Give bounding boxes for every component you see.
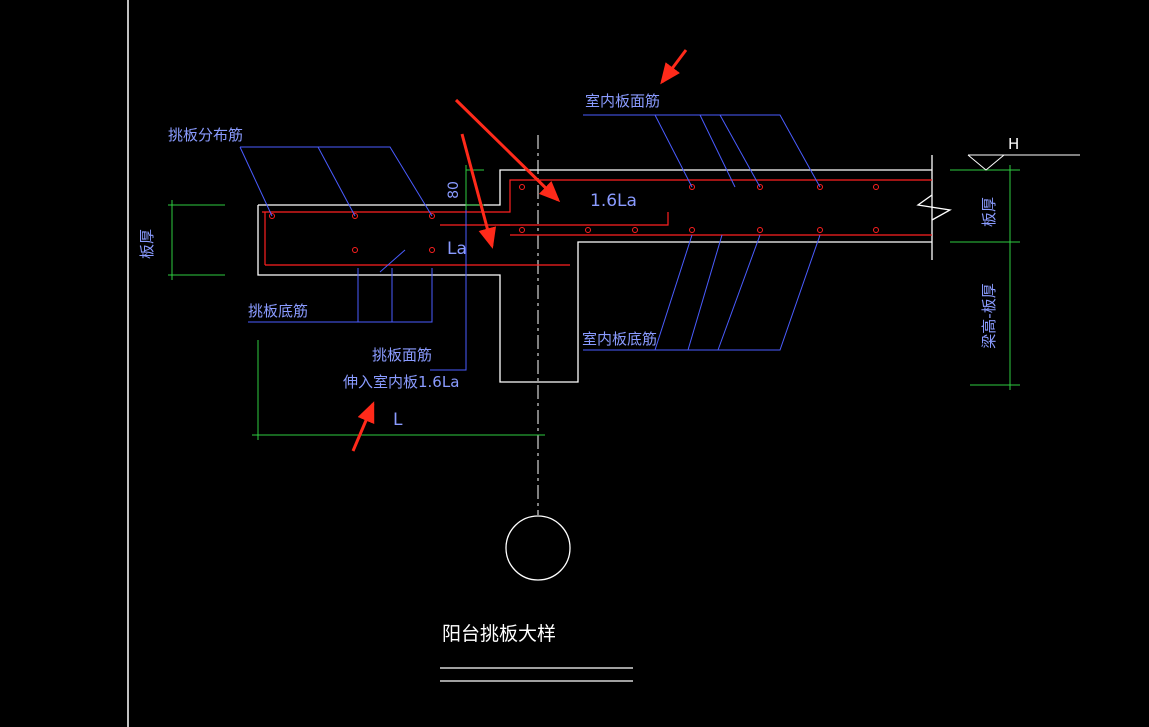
label-cantilever-top-bar: 挑板面筋 xyxy=(372,346,432,364)
label-cantilever-bottom-bar: 挑板底筋 xyxy=(248,302,308,320)
label-dim-80: 80 xyxy=(446,181,462,199)
arrow-to-extend-label xyxy=(351,401,375,452)
slab-outline xyxy=(257,155,952,383)
leader-lines xyxy=(239,114,821,371)
label-16la: 1.6La xyxy=(590,191,637,211)
label-extend-into-slab: 伸入室内板1.6La xyxy=(343,373,459,391)
label-indoor-top-bar: 室内板面筋 xyxy=(585,92,660,110)
label-indoor-bottom-bar: 室内板底筋 xyxy=(582,330,657,348)
label-slab-thickness-right: 板厚 xyxy=(980,197,998,227)
drawing-title: 阳台挑板大样 xyxy=(442,623,556,645)
label-dim-l: L xyxy=(393,410,403,430)
label-slab-thickness-left: 板厚 xyxy=(138,229,156,259)
arrow-to-la xyxy=(460,133,497,249)
rebars xyxy=(262,179,932,266)
annotation-arrows xyxy=(351,49,688,452)
label-la: La xyxy=(447,239,467,259)
arrow-to-indoor-top-bar xyxy=(660,49,688,85)
arrow-to-16la xyxy=(454,98,561,203)
elevation-marker xyxy=(967,154,1080,171)
rebar-dots xyxy=(269,184,879,253)
dimension-lines xyxy=(168,165,1020,440)
label-cantilever-distribution-bar: 挑板分布筋 xyxy=(168,126,243,144)
label-elev-h: H xyxy=(1008,135,1019,153)
title-underline xyxy=(440,667,633,682)
label-beam-height-minus-slab: 梁高-板厚 xyxy=(980,283,998,348)
section-circle xyxy=(505,515,571,581)
